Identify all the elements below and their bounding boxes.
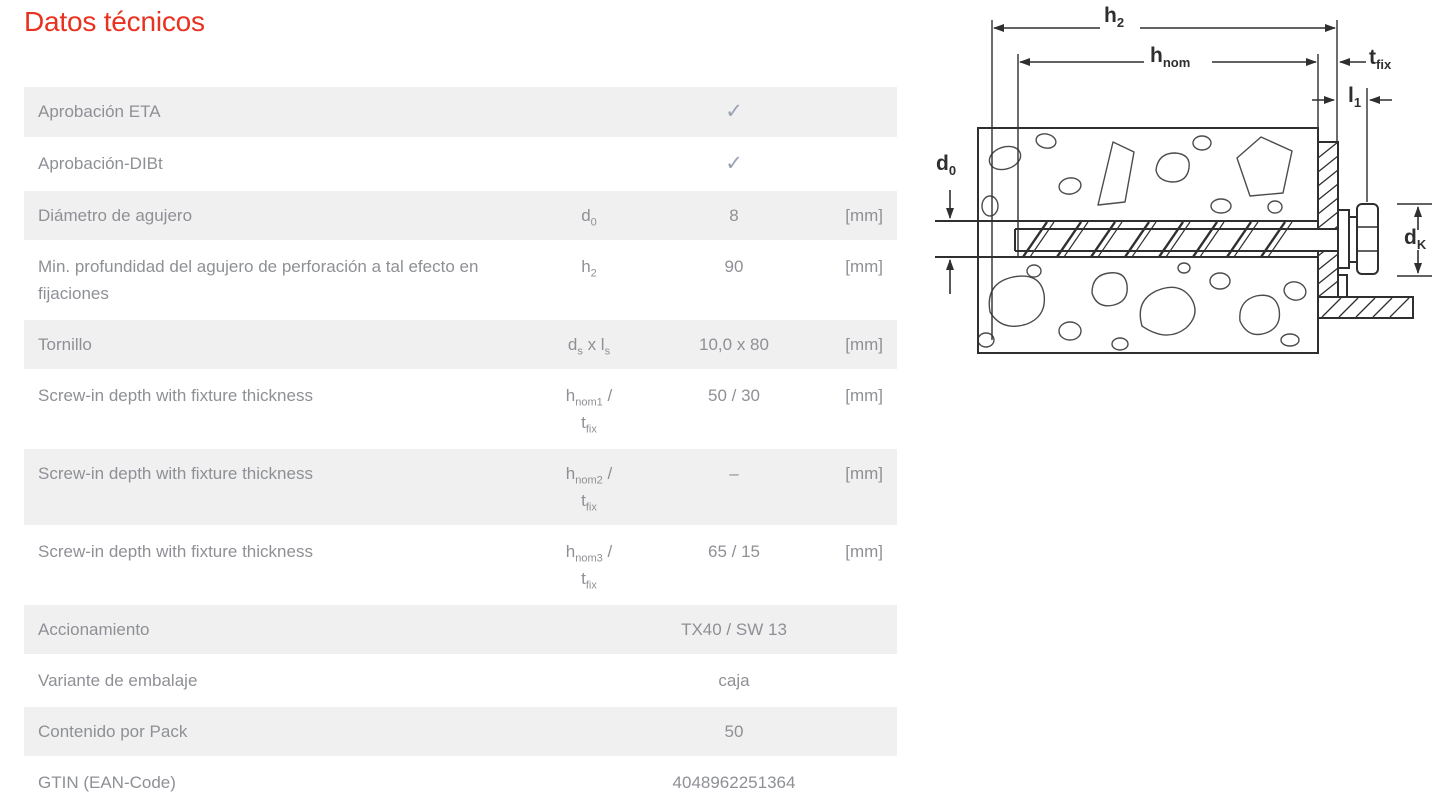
- table-row: Tornillo ds x ls 10,0 x 80 [mm]: [24, 320, 897, 369]
- row-unit: [mm]: [845, 335, 883, 354]
- row-symbol: [529, 150, 649, 177]
- row-symbol: [529, 616, 649, 643]
- row-unit: [819, 667, 883, 694]
- row-label: Screw-in depth with fixture thickness: [38, 464, 313, 483]
- row-value: ✓: [649, 150, 819, 178]
- extension-lines: [991, 20, 1368, 340]
- row-value: 90: [724, 257, 744, 276]
- installation-diagram: h2 hnom tfix l1 d0 dK: [920, 0, 1432, 380]
- row-label: GTIN (EAN-Code): [38, 773, 176, 792]
- row-label: Screw-in depth with fixture thickness: [38, 542, 313, 561]
- row-value: 4048962251364: [672, 773, 796, 792]
- row-label: Min. profundidad del agujero de perforac…: [38, 257, 479, 303]
- table-row: Diámetro de agujero d0 8 [mm]: [24, 191, 897, 240]
- row-value: –: [729, 464, 739, 483]
- row-unit: [819, 616, 883, 643]
- dim-label-d0: d0: [936, 152, 957, 179]
- page-title: Datos técnicos: [24, 6, 205, 37]
- row-label: Contenido por Pack: [38, 722, 188, 741]
- check-icon: ✓: [725, 152, 743, 175]
- check-icon: ✓: [725, 100, 743, 123]
- row-symbol: [529, 718, 649, 745]
- table-row: Accionamiento TX40 / SW 13: [24, 605, 897, 654]
- row-unit: [mm]: [845, 206, 883, 225]
- table-row: Variante de embalaje caja: [24, 656, 897, 705]
- table-row: Contenido por Pack 50: [24, 707, 897, 756]
- row-value: 50: [724, 722, 744, 741]
- fixture-hatching: [1317, 141, 1410, 318]
- row-unit: [mm]: [845, 257, 883, 276]
- row-symbol: hnom3 /tfix: [565, 542, 613, 592]
- row-label: Aprobación ETA: [38, 102, 161, 121]
- table-row: Min. profundidad del agujero de perforac…: [24, 242, 897, 318]
- dim-label-dk: dK: [1404, 226, 1427, 253]
- row-value: 8: [729, 206, 739, 225]
- row-symbol: ds x ls: [567, 335, 611, 358]
- screw-head: [1337, 203, 1379, 275]
- row-unit: [mm]: [845, 386, 883, 405]
- row-value: 65 / 15: [708, 542, 760, 561]
- row-label: Screw-in depth with fixture thickness: [38, 386, 313, 405]
- row-label: Tornillo: [38, 335, 92, 354]
- row-symbol: hnom1 /tfix: [565, 386, 613, 436]
- aggregate-stones: [979, 133, 1307, 351]
- anchor-drawing: [935, 20, 1432, 354]
- row-unit: [mm]: [845, 542, 883, 561]
- row-label: Diámetro de agujero: [38, 206, 193, 225]
- dim-label-l1: l1: [1348, 84, 1362, 111]
- row-symbol: hnom2 /tfix: [565, 464, 613, 514]
- row-label: Aprobación-DIBt: [38, 154, 163, 173]
- dim-label-tfix: tfix: [1369, 46, 1392, 73]
- row-unit: [819, 769, 883, 796]
- dim-label-hnom: hnom: [1150, 44, 1191, 71]
- row-symbol: [529, 667, 649, 694]
- row-unit: [mm]: [845, 464, 883, 483]
- row-value: ✓: [649, 98, 819, 126]
- row-value: 50 / 30: [708, 386, 760, 405]
- row-unit: [819, 150, 883, 177]
- row-symbol: d0: [581, 206, 597, 229]
- row-unit: [819, 98, 883, 125]
- table-row: Screw-in depth with fixture thickness hno…: [24, 371, 897, 447]
- table-row: Aprobación ETA ✓: [24, 87, 897, 137]
- row-label: Variante de embalaje: [38, 671, 198, 690]
- concrete-screw: [1014, 203, 1379, 275]
- table-row: Screw-in depth with fixture thickness hno…: [24, 449, 897, 525]
- row-label: Accionamiento: [38, 620, 150, 639]
- table-row: Aprobación-DIBt ✓: [24, 139, 897, 189]
- row-symbol: [529, 769, 649, 796]
- row-unit: [819, 718, 883, 745]
- dimension-lines: [946, 24, 1432, 294]
- dim-label-h2: h2: [1104, 4, 1125, 31]
- row-value: caja: [718, 671, 750, 690]
- table-row: GTIN (EAN-Code) 4048962251364: [24, 758, 897, 807]
- row-value: TX40 / SW 13: [681, 620, 787, 639]
- row-symbol: [529, 98, 649, 125]
- row-value: 10,0 x 80: [699, 335, 769, 354]
- tech-table: Aprobación ETA ✓ Aprobación-DIBt ✓ Diámetro …: [24, 87, 897, 809]
- table-row: Screw-in depth with fixture thickness hno…: [24, 527, 897, 603]
- screw-thread: [1022, 221, 1293, 258]
- row-symbol: h2: [581, 257, 597, 280]
